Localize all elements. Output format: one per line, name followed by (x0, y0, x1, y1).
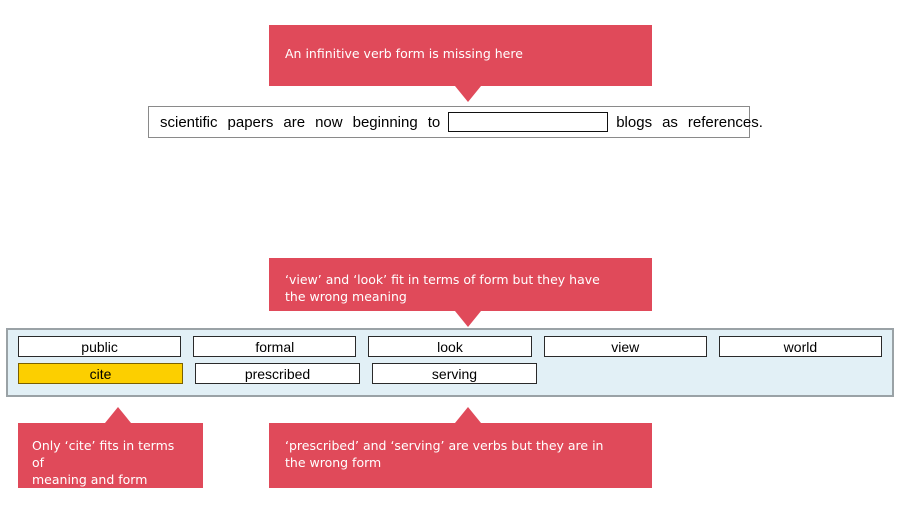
sentence-token: blogs (616, 113, 653, 131)
sentence-token: as (662, 113, 678, 131)
sentence-token: scientific (160, 113, 218, 131)
word-bank: public formal look view world cite presc… (6, 328, 894, 397)
callout-prescribed-serving-wrong-form: ‘prescribed’ and ‘serving’ are verbs but… (269, 423, 652, 488)
word-chip-cite[interactable]: cite (18, 363, 183, 384)
callout-bottom-right-arrow-icon (455, 407, 481, 423)
sentence-token: beginning (352, 113, 418, 131)
word-bank-row: public formal look view world (18, 336, 883, 357)
callout-bottom-left-text: Only ‘cite’ fits in terms of meaning and… (32, 438, 175, 487)
word-bank-row: cite prescribed serving (18, 363, 882, 384)
sentence-token: to (427, 113, 441, 131)
word-chip-formal[interactable]: formal (193, 336, 357, 357)
sentence-token: now (315, 113, 343, 131)
word-chip-label: cite (89, 365, 112, 382)
callout-top-arrow-icon (455, 86, 481, 102)
callout-bottom-right-text: ‘prescribed’ and ‘serving’ are verbs but… (285, 438, 604, 470)
blank-answer-input[interactable] (448, 112, 609, 132)
word-chip-public[interactable]: public (18, 336, 182, 357)
sentence-token: references. (687, 113, 763, 131)
callout-middle-arrow-icon (455, 311, 481, 327)
callout-bottom-left-arrow-icon (105, 407, 131, 423)
word-chip-label: look (437, 338, 463, 355)
callout-view-look-wrong-meaning: ‘view’ and ‘look’ fit in terms of form b… (269, 258, 652, 311)
callout-top-text: An infinitive verb form is missing here (285, 46, 523, 61)
callout-only-cite-fits: Only ‘cite’ fits in terms of meaning and… (18, 423, 203, 488)
word-chip-label: serving (431, 365, 478, 382)
callout-middle-text: ‘view’ and ‘look’ fit in terms of form b… (285, 272, 600, 304)
word-chip-look[interactable]: look (368, 336, 532, 357)
sentence-token: are (283, 113, 306, 131)
sentence-token: papers (227, 113, 274, 131)
callout-infinitive-missing: An infinitive verb form is missing here (269, 25, 652, 86)
word-chip-label: view (611, 338, 640, 355)
word-chip-label: public (81, 338, 118, 355)
word-chip-label: prescribed (244, 365, 311, 382)
word-chip-prescribed[interactable]: prescribed (195, 363, 360, 384)
word-chip-view[interactable]: view (543, 336, 707, 357)
word-chip-label: formal (255, 338, 295, 355)
sentence-strip: scientific papers are now beginning to b… (148, 106, 763, 138)
word-chip-serving[interactable]: serving (372, 363, 537, 384)
word-chip-world[interactable]: world (718, 336, 883, 357)
word-chip-label: world (783, 338, 818, 355)
